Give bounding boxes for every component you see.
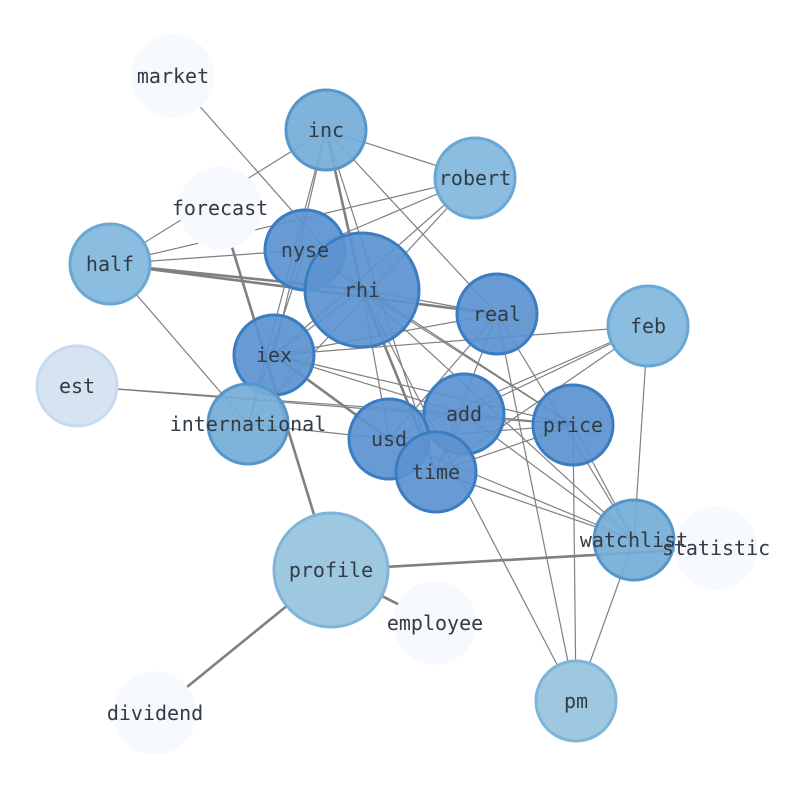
node-est[interactable] [35,344,119,428]
node-label-est: est [59,374,95,398]
node-label-employee: employee [387,611,483,635]
edge-real-pm [496,313,577,702]
label-layer: market inc robert forecast nyse half rhi real fe… [59,64,770,725]
node-label-real: real [473,302,521,326]
node-label-add: add [446,402,482,426]
edge-feb-iex [273,325,649,356]
node-label-price: price [543,413,603,437]
node-label-usd: usd [371,427,407,451]
node-label-watchlist: watchlist [580,528,688,552]
node-forecast[interactable] [178,166,262,250]
node-label-nyse: nyse [281,238,329,262]
node-label-robert: robert [439,166,511,190]
node-label-rhi: rhi [344,278,380,302]
node-inc[interactable] [284,88,368,172]
edge-iex-price [273,354,574,426]
node-robert[interactable] [433,136,517,220]
node-label-international: international [170,412,327,436]
node-label-market: market [137,64,209,88]
node-label-statistic: statistic [662,536,770,560]
node-label-time: time [412,460,460,484]
node-label-pm: pm [564,689,588,713]
node-employee[interactable] [393,581,477,665]
node-label-dividend: dividend [107,701,203,725]
node-label-feb: feb [630,314,666,338]
node-label-forecast: forecast [172,196,268,220]
node-rhi[interactable] [303,231,421,349]
node-price[interactable] [531,383,615,467]
node-market[interactable] [131,34,215,118]
node-layer [35,34,758,755]
node-international[interactable] [206,382,290,466]
edge-inc-real [325,129,498,315]
node-label-iex: iex [256,343,292,367]
node-dividend[interactable] [113,671,197,755]
node-time[interactable] [394,430,478,514]
node-watchlist[interactable] [592,498,676,582]
node-statistic[interactable] [674,506,758,590]
edge-price-pm [572,424,577,702]
node-label-half: half [86,252,134,276]
node-profile[interactable] [272,511,390,629]
node-label-inc: inc [308,118,344,142]
node-label-profile: profile [289,558,373,582]
node-feb[interactable] [606,284,690,368]
node-real[interactable] [455,272,539,356]
node-half[interactable] [68,222,152,306]
node-pm[interactable] [534,659,618,743]
